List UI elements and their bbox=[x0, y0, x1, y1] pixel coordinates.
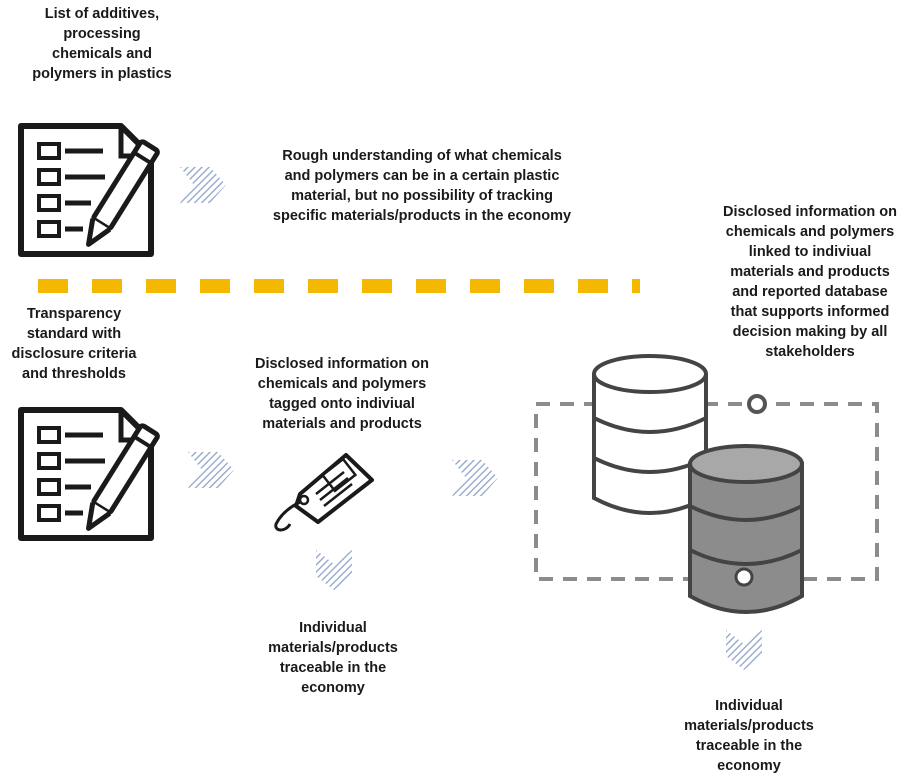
traceable-right: Individual materials/products traceable … bbox=[684, 698, 814, 774]
tag-text: Disclosed information on chemicals and p… bbox=[254, 356, 429, 432]
outcome-text: Rough understanding of what chemicals an… bbox=[272, 148, 572, 224]
arrow-top bbox=[180, 167, 226, 203]
database-text: Disclosed information on chemicals and p… bbox=[722, 204, 897, 360]
arrow-right-2 bbox=[452, 460, 498, 496]
arrow-down-mid bbox=[316, 550, 352, 590]
list-label: List of additives, processing chemicals … bbox=[32, 6, 172, 82]
standard-label: Transparency standard with disclosure cr… bbox=[11, 306, 137, 382]
frame-node bbox=[747, 394, 767, 414]
arrow-right-1 bbox=[188, 452, 234, 488]
price-tag-icon bbox=[274, 453, 374, 532]
arrow-down-right bbox=[726, 630, 762, 670]
database-icon bbox=[688, 444, 804, 614]
traceable-mid: Individual materials/products traceable … bbox=[268, 620, 398, 696]
